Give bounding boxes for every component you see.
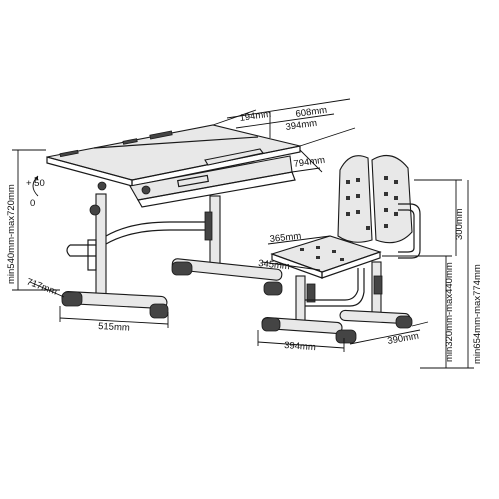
book-holder bbox=[204, 148, 264, 166]
desk-base-rear bbox=[171, 258, 283, 281]
backrest-frame bbox=[398, 203, 421, 259]
label-total-width: 608mm bbox=[295, 105, 328, 120]
chair-drawing bbox=[261, 154, 421, 344]
dimension-lines bbox=[12, 98, 474, 369]
label-desk-height: min540mm-max720mm bbox=[6, 184, 17, 284]
backrest-right bbox=[371, 154, 413, 244]
dimension-labels: 608mm 194mm 394mm 794mm + 50 0 min540mm-… bbox=[6, 105, 483, 364]
desk-footrest bbox=[66, 244, 96, 257]
label-leg-depth: 717mm bbox=[25, 276, 59, 297]
desk-drawing bbox=[46, 124, 301, 319]
label-chair-base-width: 394mm bbox=[284, 340, 316, 353]
label-tilt-max: + 50 bbox=[26, 178, 45, 189]
height-adjust-knob bbox=[89, 204, 101, 216]
label-backrest-height: 300mm bbox=[454, 208, 465, 240]
label-chair-total-height: min654mm-max774mm bbox=[472, 264, 483, 364]
chair-leg-front bbox=[295, 275, 306, 327]
label-seat-width: 365mm bbox=[269, 231, 302, 245]
backrest-left bbox=[337, 155, 373, 243]
tilt-knob bbox=[97, 181, 107, 191]
label-chair-base-depth: 390mm bbox=[387, 331, 420, 347]
pen-slot bbox=[59, 149, 79, 158]
label-rear-section: 394mm bbox=[285, 118, 318, 133]
label-seat-depth: 345mm bbox=[258, 258, 291, 272]
label-base-width: 515mm bbox=[98, 321, 130, 334]
tray-slot bbox=[149, 130, 173, 140]
label-desk-depth: 794mm bbox=[293, 155, 326, 170]
label-front-section: 194mm bbox=[239, 109, 272, 124]
label-seat-height: min320mm-max440mm bbox=[444, 262, 455, 362]
label-tilt-min: 0 bbox=[30, 198, 35, 209]
desk-crossbar bbox=[105, 221, 205, 237]
